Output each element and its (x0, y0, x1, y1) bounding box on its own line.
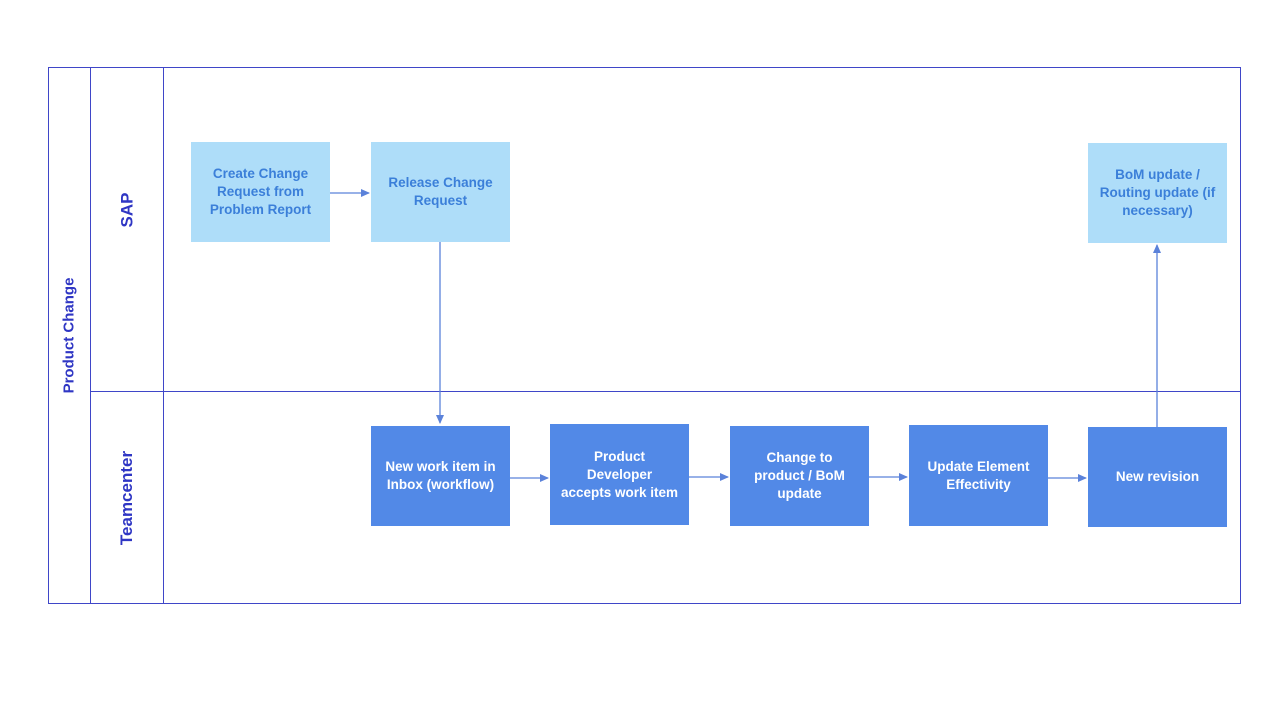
create-change-request-box[interactable]: Create Change Request from Problem Repor… (191, 142, 330, 242)
update-effectivity-box[interactable]: Update Element Effectivity (909, 425, 1048, 526)
developer-accepts-text: Product Developer accepts work item (560, 448, 679, 500)
release-change-request-box[interactable]: Release Change Request (371, 142, 510, 242)
new-revision-box[interactable]: New revision (1088, 427, 1227, 527)
bom-routing-update-text: BoM update / Routing update (if necessar… (1099, 167, 1216, 218)
new-work-item-text: New work item in Inbox (workflow) (385, 459, 496, 492)
release-change-request-text: Release Change Request (388, 175, 493, 208)
bom-routing-update-box[interactable]: BoM update / Routing update (if necessar… (1088, 143, 1227, 243)
new-revision-text: New revision (1115, 469, 1200, 484)
update-effectivity-text: Update Element Effectivity (927, 458, 1030, 492)
pool-frame (48, 67, 1241, 604)
create-change-request-text: Create Change Request from Problem Repor… (209, 166, 312, 217)
change-product-bom-text: Change to product / BoM update (754, 450, 845, 501)
change-product-bom-box[interactable]: Change to product / BoM update (730, 426, 869, 526)
pool-label-divider (90, 67, 91, 604)
new-work-item-box[interactable]: New work item in Inbox (workflow) (371, 426, 510, 526)
lane-header-divider (163, 67, 164, 604)
lane-separator (90, 391, 1241, 392)
developer-accepts-box[interactable]: Product Developer accepts work item (550, 424, 689, 525)
